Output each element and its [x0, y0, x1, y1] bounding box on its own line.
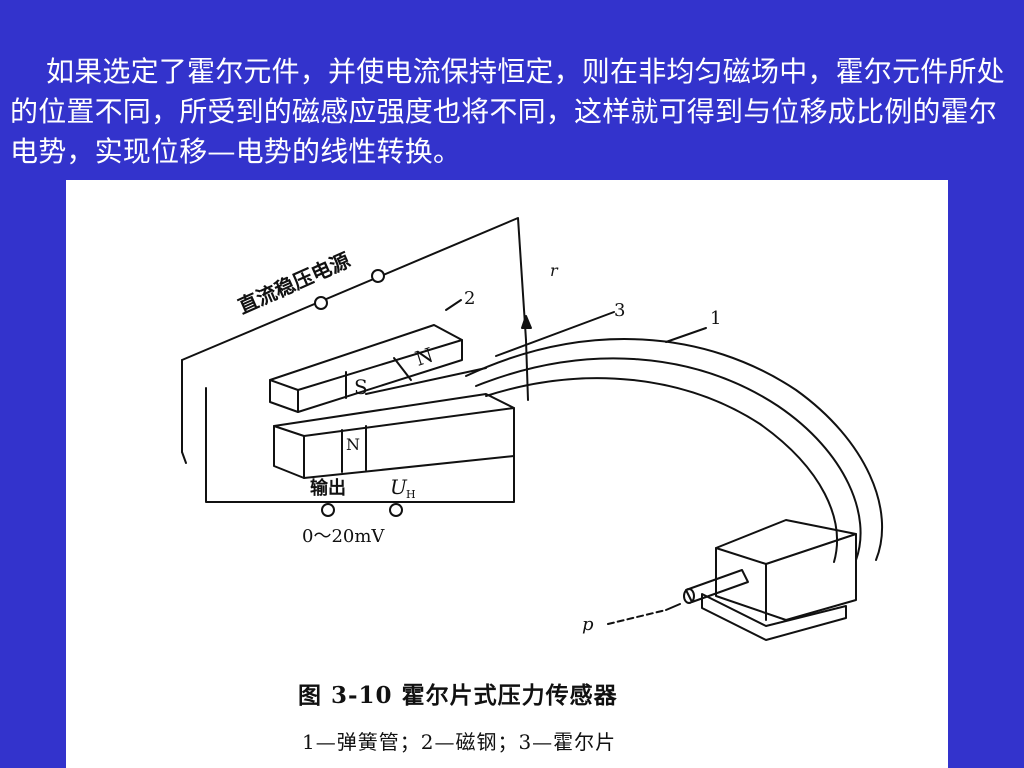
power-supply-label: 直流稳压电源: [234, 248, 353, 319]
range-label: 0～20mV: [302, 526, 385, 547]
upper-magnet: [269, 324, 463, 413]
part-1-label: 1: [710, 308, 721, 329]
power-supply-frame: [181, 217, 527, 361]
pole-n-bottom: N: [346, 435, 360, 454]
leader-3: [495, 311, 615, 357]
spring-tube-inner: [485, 377, 838, 563]
output-terminal-right: [389, 503, 403, 517]
pressure-inlet: [685, 569, 749, 603]
slide-paragraph: 如果选定了霍尔元件，并使电流保持恒定，则在非均匀磁场中，霍尔元件所处的位置不同，…: [10, 55, 1005, 168]
leader-2: [445, 299, 462, 311]
part-3-label: 3: [614, 300, 625, 321]
figure-caption: 图 3-10 霍尔片式压力传感器: [298, 682, 618, 709]
power-wire-left-end: [181, 451, 187, 464]
pole-n-top: N: [412, 343, 436, 371]
pressure-arrow-line: [607, 609, 667, 625]
upper-magnet-slot: [393, 357, 412, 381]
current-arrow: [521, 315, 532, 329]
lower-magnet-edge: [273, 407, 515, 437]
output-label: 输出: [310, 477, 346, 499]
figure-legend: 1—弹簧管；2—磁钢；3—霍尔片: [302, 730, 617, 754]
socket-block: [715, 519, 857, 621]
part-2-label: 2: [464, 288, 475, 309]
socket-base: [701, 593, 847, 641]
hall-sensor-diagram: 直流稳压电源 2 3 1 r p N S N 输出 U H 0～20mV: [181, 217, 884, 641]
power-terminal-right: [371, 269, 385, 283]
r-label: r: [550, 261, 559, 280]
power-terminal-left: [314, 296, 328, 310]
pressure-arrow-tip: [665, 603, 681, 611]
output-terminal-left: [321, 503, 335, 517]
figure-panel: 直流稳压电源 2 3 1 r p N S N 输出 U H 0～20mV 图 3…: [66, 180, 948, 768]
hall-plate: [365, 367, 487, 395]
inlet-opening: [683, 588, 695, 604]
output-frame: [205, 387, 515, 503]
spring-tube-outer: [465, 338, 884, 561]
pole-s: S: [354, 375, 368, 399]
output-symbol: U: [390, 475, 408, 499]
spring-tube-mid: [475, 357, 862, 561]
leader-1: [665, 327, 707, 343]
output-subscript: H: [406, 488, 416, 501]
p-label: p: [582, 614, 594, 635]
